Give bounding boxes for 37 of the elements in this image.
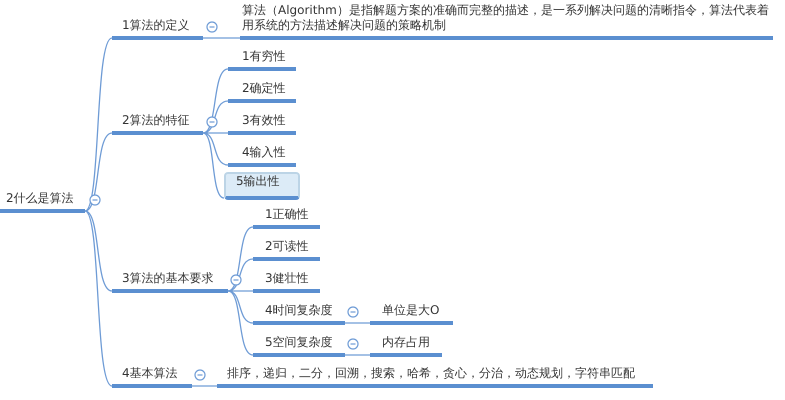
branch-connector (84, 210, 112, 292)
branch-topic: 单位是大O (370, 303, 453, 325)
note-topic: 算法（Algorithm）是指解题方案的准确而完整的描述，是一系列解决问题的清晰指令，算法代表着用系统的方法描述解决问题的策略机制 (240, 3, 773, 40)
branch-topic: 2可读性 (253, 239, 320, 261)
branch-topic: 3健壮性 (253, 271, 320, 293)
branch-topic: 1有穷性 (228, 49, 296, 71)
branch-topic: 内存占用 (370, 335, 442, 357)
root-topic: 2什么是算法 (0, 191, 85, 213)
branch-topic: 5输出性 (224, 172, 300, 200)
branch-connector (345, 322, 370, 324)
note-topic: 排序，递归，二分，回溯，搜索，哈希，贪心，分治，动态规划，字符串匹配 (217, 366, 653, 388)
branch-topic: 4时间复杂度 (253, 303, 345, 325)
branch-topic: 3有效性 (228, 113, 296, 135)
branch-connector (228, 290, 253, 292)
branch-connector (228, 290, 254, 324)
branch-topic: 2算法的特征 (112, 113, 203, 135)
branch-connector (202, 132, 228, 166)
branch-connector (202, 100, 228, 134)
branch-topic: 5空间复杂度 (253, 335, 345, 357)
branch-connector (228, 258, 254, 292)
branch-connector (203, 132, 228, 134)
branch-connector (203, 37, 240, 39)
branch-topic: 4输入性 (228, 145, 296, 167)
branch-topic: 3算法的基本要求 (112, 271, 228, 293)
branch-connector (84, 132, 112, 212)
branch-topic: 1正确性 (253, 207, 320, 229)
branch-connector (202, 68, 228, 134)
branch-topic: 2确定性 (228, 81, 296, 103)
branch-connector (202, 132, 224, 199)
branch-connector (228, 226, 254, 292)
branch-topic: 4基本算法 (112, 366, 192, 388)
branch-topic: 1算法的定义 (112, 18, 203, 40)
branch-connector (345, 354, 370, 356)
branch-connector (84, 210, 112, 386)
branch-connector (84, 38, 112, 212)
branch-connector (228, 290, 254, 356)
branch-connector (192, 385, 217, 387)
